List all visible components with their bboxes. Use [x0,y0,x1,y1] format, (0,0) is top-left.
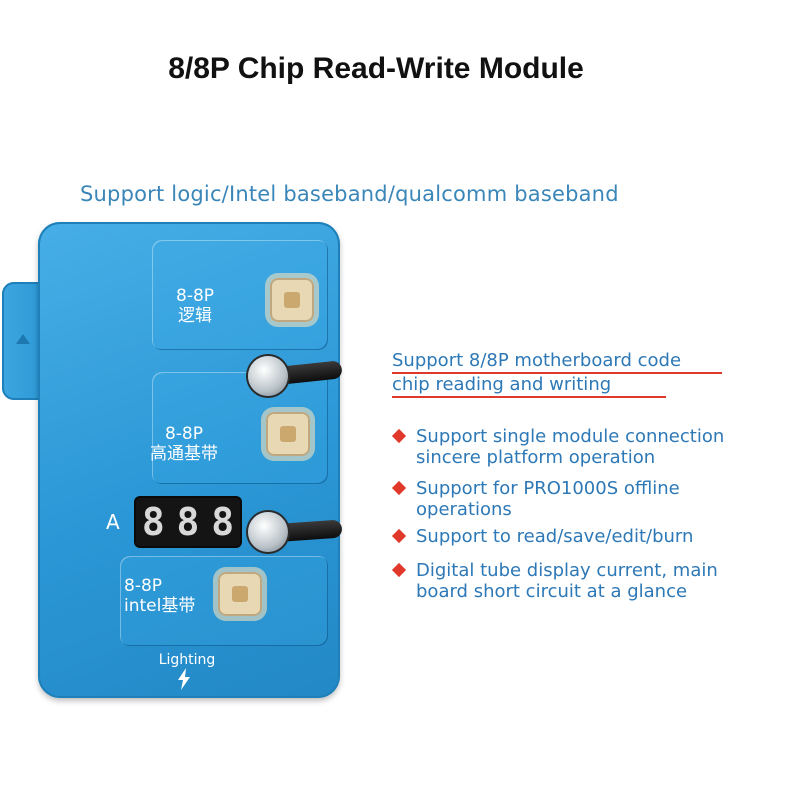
channel-letter: A [106,510,120,534]
intel-slot-label: 8-8P intel基带 [124,576,195,616]
lighting-port-label: Lighting [158,652,216,668]
lightning-bolt-icon [178,668,190,690]
headline-underline-1 [392,372,722,374]
intel-chip-socket[interactable] [218,572,262,616]
headline-underline-2 [392,396,666,398]
qualcomm-slot-label: 8-8P 高通基带 [150,424,218,464]
red-diamond-bullet-icon [391,428,407,444]
digital-tube-display: 8 8 8 [136,498,240,546]
subtitle: Support logic/Intel baseband/qualcomm ba… [80,182,619,206]
page-title: 8/8P Chip Read-Write Module [168,52,584,85]
logic-cn-text: 逻辑 [178,306,213,326]
triangle-marker-icon [16,334,30,344]
feature-item: Digital tube display current, main board… [391,560,794,602]
logic-chip-socket[interactable] [270,278,314,322]
upper-clamp-screw-icon [248,356,288,396]
qualcomm-model-text: 8-8P [164,424,204,444]
qualcomm-cn-text: 高通基带 [150,444,218,464]
red-diamond-bullet-icon [391,480,407,496]
display-digit: 8 [176,500,200,544]
feature-item: Support single module connection sincere… [391,426,794,468]
display-digit: 8 [211,500,235,544]
headline-line-1: Support 8/8P motherboard code [392,350,682,371]
feature-item: Support for PRO1000S offline operations [391,478,794,520]
intel-cn-text: intel基带 [124,596,196,616]
intel-model-text: 8-8P [124,576,163,596]
logic-slot-label: 8-8P 逻辑 [176,286,214,326]
display-digit: 8 [141,500,165,544]
red-diamond-bullet-icon [391,528,407,544]
headline-line-2: chip reading and writing [392,374,612,395]
logic-model-text: 8-8P [176,286,215,306]
qualcomm-chip-socket[interactable] [266,412,310,456]
lower-clamp-screw-icon [248,512,288,552]
red-diamond-bullet-icon [391,562,407,578]
feature-item: Support to read/save/edit/burn [391,526,794,547]
